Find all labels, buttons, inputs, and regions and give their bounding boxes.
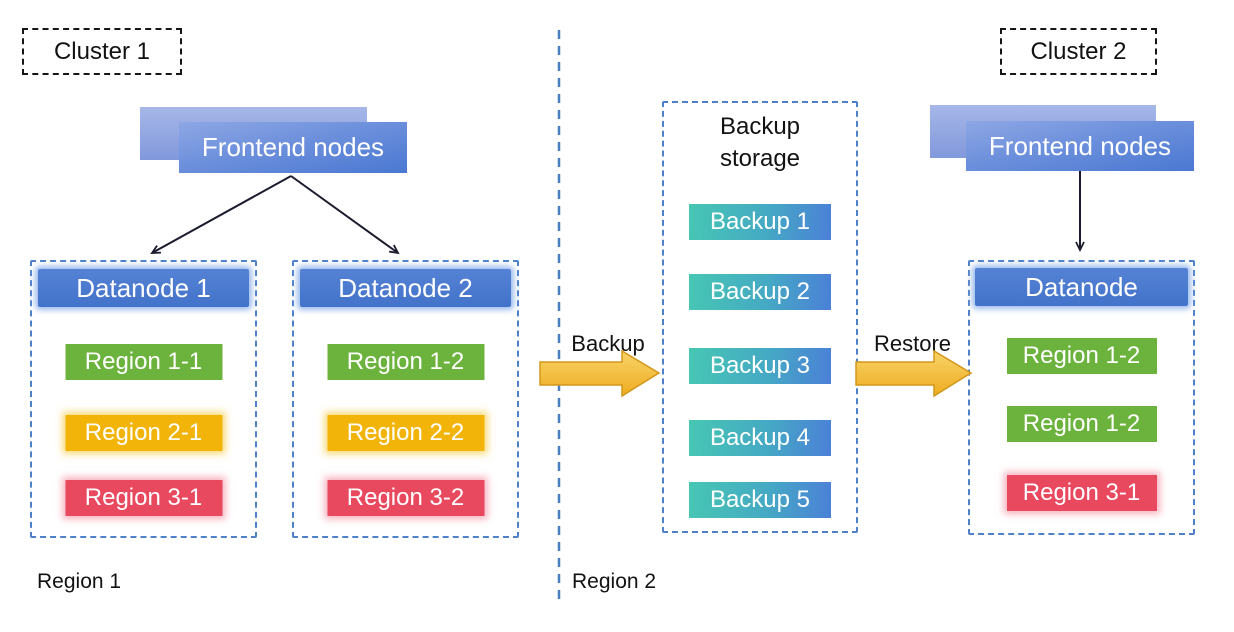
cluster1-label: Cluster 1 <box>53 37 151 65</box>
cluster2-datanode-header: Datanode <box>975 268 1188 306</box>
backup-arrow <box>539 349 661 398</box>
region-chip-label: Region 1-1 <box>84 348 203 375</box>
region-chip: Region 1-2 <box>327 344 484 380</box>
cluster2-datanode-container: Datanode Region 1-2 Region 1-2 Region 3-… <box>968 260 1195 535</box>
region-chip-label: Region 1-2 <box>1022 342 1141 369</box>
region-chip-label: Region 2-1 <box>84 419 203 446</box>
region-chip-label: Region 3-1 <box>84 484 203 511</box>
cluster1-frontend-label: Frontend nodes <box>201 132 385 162</box>
region-chip-label: Region 2-2 <box>346 419 465 446</box>
region-chip: Region 1-2 <box>1006 406 1157 442</box>
restore-arrow <box>855 349 973 398</box>
backup-item: Backup 3 <box>689 348 831 384</box>
datanode1-title: Datanode 1 <box>76 272 211 303</box>
region-chip: Region 1-2 <box>1006 338 1157 374</box>
datanode1-header: Datanode 1 <box>38 269 249 307</box>
backup-item-label: Backup 4 <box>709 424 811 451</box>
cluster2-datanode-title: Datanode <box>1025 271 1138 302</box>
region-chip: Region 3-2 <box>327 480 484 516</box>
backup-item: Backup 1 <box>689 204 831 240</box>
region-chip-label: Region 1-2 <box>346 348 465 375</box>
datanode2-container: Datanode 2 Region 1-2 Region 2-2 Region … <box>292 260 519 538</box>
datanode2-title: Datanode 2 <box>338 272 473 303</box>
backup-storage-title: Backup storage <box>719 113 801 173</box>
datanode1-container: Datanode 1 Region 1-1 Region 2-1 Region … <box>30 260 257 538</box>
restore-flow-label: Restore <box>873 331 952 356</box>
region-chip: Region 3-1 <box>1006 475 1157 511</box>
backup-storage-container: Backup storage Backup 1 Backup 2 Backup … <box>662 101 858 533</box>
region-chip-label: Region 1-2 <box>1022 410 1141 437</box>
region-chip: Region 3-1 <box>65 480 222 516</box>
region-chip: Region 2-1 <box>65 415 222 451</box>
backup-item: Backup 4 <box>689 420 831 456</box>
cluster2-label-box: Cluster 2 <box>1000 28 1157 75</box>
region-chip-label: Region 3-1 <box>1022 479 1141 506</box>
region-chip-label: Region 3-2 <box>346 484 465 511</box>
backup-item-label: Backup 3 <box>709 352 811 379</box>
region1-label: Region 1 <box>37 570 122 593</box>
backup-item-label: Backup 2 <box>709 278 811 305</box>
cluster2-label: Cluster 2 <box>1030 37 1127 65</box>
cluster2-frontend-label: Frontend nodes <box>988 130 1172 161</box>
backup-flow-label: Backup <box>571 331 645 356</box>
cluster1-label-box: Cluster 1 <box>22 28 182 75</box>
region-chip: Region 1-1 <box>65 344 222 380</box>
frontend-to-datanode2-arrow <box>290 175 400 255</box>
backup-item-label: Backup 5 <box>709 486 811 513</box>
backup-item: Backup 2 <box>689 274 831 310</box>
region2-label: Region 2 <box>572 570 657 593</box>
backup-item-label: Backup 1 <box>709 208 811 235</box>
frontend-to-datanode1-arrow <box>150 175 292 254</box>
cluster2-frontend-box: Frontend nodes <box>966 121 1194 171</box>
region-chip: Region 2-2 <box>327 415 484 451</box>
datanode2-header: Datanode 2 <box>300 269 511 307</box>
backup-item: Backup 5 <box>689 482 831 518</box>
cluster1-frontend-box: Frontend nodes <box>179 122 407 173</box>
